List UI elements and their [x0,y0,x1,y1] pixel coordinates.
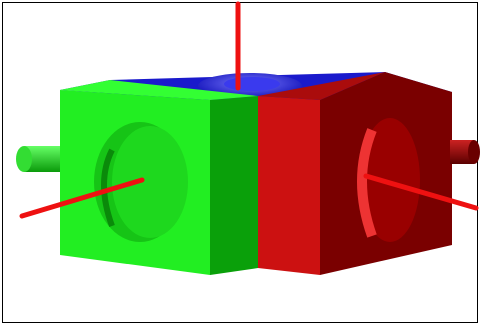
axis-rod-icon [19,1,479,219]
green-peg-icon [16,146,64,172]
red-peg-icon [450,140,480,164]
green-cube-icon [60,80,258,275]
red-cube-icon [258,72,452,275]
